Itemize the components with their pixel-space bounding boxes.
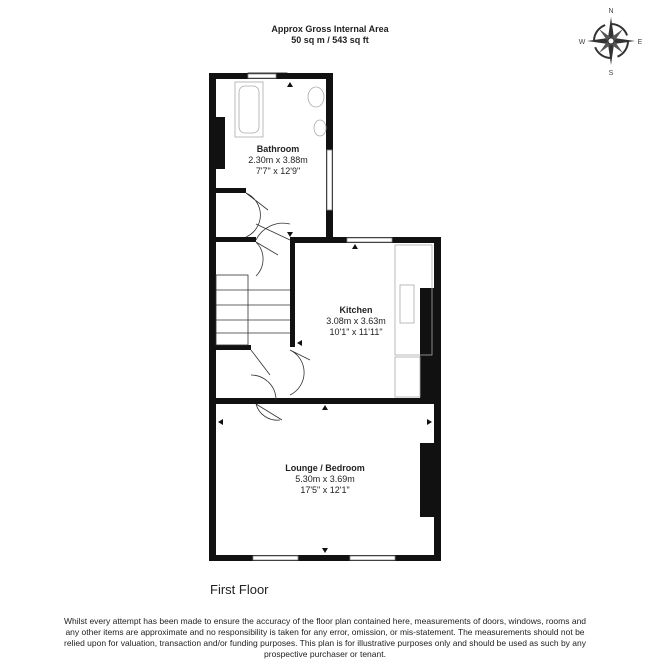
room-name: Lounge / Bedroom <box>285 463 365 473</box>
disclaimer: Whilst every attempt has been made to en… <box>63 616 587 659</box>
room-imperial: 7'7" x 12'9" <box>256 166 300 176</box>
room-imperial: 10'1" x 11'11" <box>329 327 382 337</box>
compass-w: W <box>579 39 586 46</box>
room-metric: 3.08m x 3.63m <box>326 316 386 326</box>
gross-area-value: 50 sq m / 543 sq ft <box>291 35 369 45</box>
room-metric: 2.30m x 3.88m <box>248 155 308 165</box>
gross-area-header: Approx Gross Internal Area 50 sq m / 543… <box>210 24 450 46</box>
stairs <box>215 274 290 346</box>
compass-e: E <box>638 39 643 46</box>
room-kitchen: Kitchen 3.08m x 3.63m 10'1" x 11'11" <box>326 305 386 337</box>
room-name: Bathroom <box>257 144 300 154</box>
floor-label: First Floor <box>210 582 269 597</box>
arrows <box>218 82 432 553</box>
windows <box>247 73 396 561</box>
kitchen-counter <box>394 244 433 356</box>
room-metric: 5.30m x 3.69m <box>295 474 355 484</box>
compass-n: N <box>608 8 613 15</box>
room-lounge-bedroom: Lounge / Bedroom 5.30m x 3.69m 17'5" x 1… <box>285 463 365 495</box>
toilet-icon <box>307 86 325 108</box>
fixtures <box>234 81 433 398</box>
sink-icon <box>399 284 415 324</box>
compass-icon: N E S W <box>579 8 643 77</box>
room-name: Kitchen <box>339 305 372 315</box>
room-bathroom: Bathroom 2.30m x 3.88m 7'7" x 12'9" <box>248 144 308 176</box>
basin-icon <box>313 119 327 137</box>
doors <box>245 192 311 421</box>
bath-icon <box>234 81 264 138</box>
compass-s: S <box>609 70 614 77</box>
room-imperial: 17'5" x 12'1" <box>300 485 349 495</box>
gross-area-title: Approx Gross Internal Area <box>271 24 389 34</box>
